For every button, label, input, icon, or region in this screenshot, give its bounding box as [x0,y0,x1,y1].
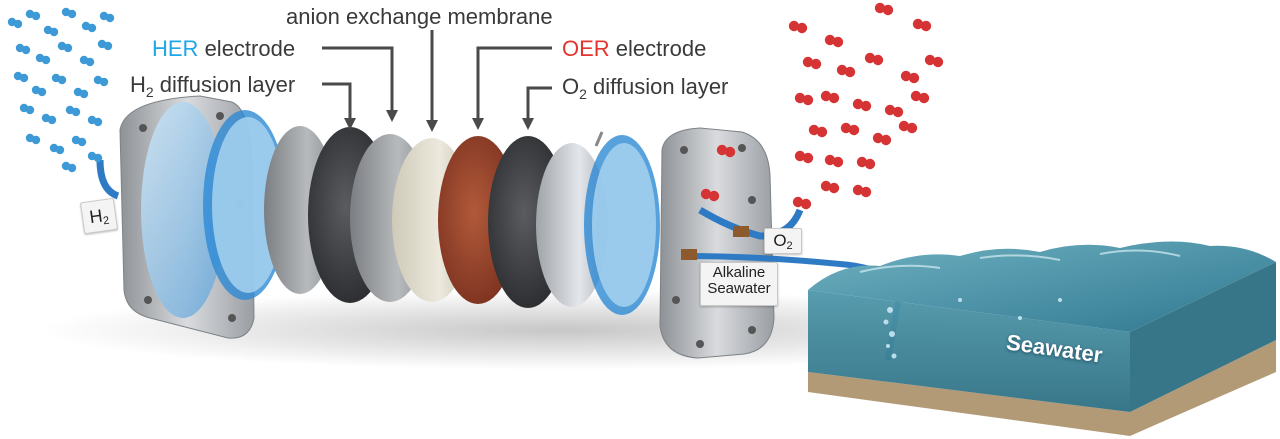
h2-molecule [87,151,103,163]
h2-molecule [87,115,103,127]
h2-diffusion-subscript: 2 [145,84,154,100]
right-end-plate [659,127,775,359]
o2-tag-symbol: O [773,231,787,250]
o2-molecule [716,144,736,158]
oxygen-molecules [700,2,944,210]
o2-molecule [700,188,720,202]
h2-molecule [71,135,87,147]
water-surface [808,241,1276,332]
sand-layer [808,340,1276,436]
o2-molecule [910,90,930,104]
h2-molecule [15,43,31,55]
h2-diffusion-text: diffusion layer [153,72,296,97]
o2-molecule [872,132,892,146]
h2-molecule [57,41,73,53]
hydrogen-molecules [7,7,115,173]
o2-molecule [820,180,840,194]
label-arrows [322,30,552,120]
alkaline-seawater-tag: Alkaline Seawater [700,262,778,306]
h2-molecule [51,73,67,85]
o2-diffusion-symbol: O [562,74,580,99]
oer-electrode-label: OER electrode [562,38,706,60]
o2-molecule [794,150,814,164]
anion-membrane-label: anion exchange membrane [286,4,553,29]
alkaline-tag-line2: Seawater [707,279,771,297]
h2-molecule [41,113,57,125]
h2-outlet-tube [96,159,120,200]
h2-diffusion-symbol: H [130,72,146,97]
oer-highlight: OER [562,36,610,61]
h2-molecule [99,11,115,23]
h2-diffusion-label: H2 diffusion layer [130,72,296,100]
o2-molecule [898,120,918,134]
h2-diffusion-arrow [322,82,352,118]
her-electrode-arrow [322,46,394,110]
h2-molecule [31,85,47,97]
her-highlight: HER [152,36,199,61]
o2-diffusion-text: diffusion layer [586,74,729,99]
o2-molecule [884,104,904,118]
h2-molecule [93,75,109,87]
h2-molecule [35,53,51,65]
h2-molecule [61,7,77,19]
o2-molecule [788,20,808,34]
o2-molecule [820,90,840,104]
water-front [808,290,1130,412]
o2-molecule [808,124,828,138]
o2-molecule [852,184,872,198]
o2-molecule [856,156,876,170]
h2-molecule [49,143,65,155]
h2-molecule [73,87,89,99]
o2-molecule [900,70,920,84]
o2-diffusion-subscript: 2 [579,86,587,102]
o2-molecule [802,56,822,70]
o2-molecule [836,64,856,78]
h2-molecule [13,71,29,83]
o2-tag-subscript: 2 [786,240,793,252]
h2-molecule [97,39,113,51]
o2-molecule [924,54,944,68]
o2-diffusion-label: O2 diffusion layer [562,74,729,102]
h2-molecule [79,55,95,67]
h2-molecule [25,9,41,21]
h2-tag-subscript: 2 [102,214,111,228]
o2-outlet-tube [698,206,804,240]
h2-molecule [61,161,77,173]
o2-tag: O2 [764,228,802,254]
oer-electrode-text: electrode [609,36,707,61]
o2-molecule [852,98,872,112]
water-bubbles [883,298,1062,359]
h2-molecule [43,25,59,37]
o2-molecule [792,196,812,210]
o2-diffusion-arrow [526,86,552,118]
o2-molecule [824,34,844,48]
o2-molecule [874,2,894,16]
h2-molecule [81,21,97,33]
h2-molecule [19,103,35,115]
o2-molecule [864,52,884,66]
o2-molecule [824,154,844,168]
o2-molecule [840,122,860,136]
h2-tag: H2 [79,197,119,235]
h2-molecule [25,133,41,145]
o2-molecule [794,92,814,106]
alkaline-tag-line1: Alkaline [712,264,766,281]
h2-molecule [65,105,81,117]
oer-electrode-arrow [476,46,552,118]
water-side [1130,262,1276,412]
o2-molecule [912,18,932,32]
her-electrode-label: HER electrode [152,38,295,60]
h2-molecule [7,17,23,29]
her-electrode-text: electrode [198,36,296,61]
